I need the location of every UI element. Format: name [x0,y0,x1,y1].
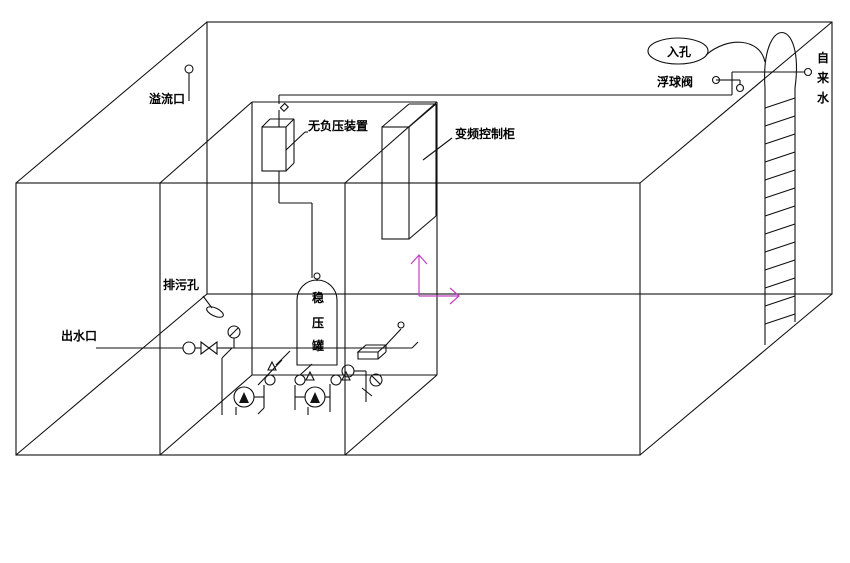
ladder-rung [764,133,796,145]
ladder-rung [764,259,796,271]
ladder [764,88,796,345]
vfd-cabinet [381,103,453,240]
ladder-rung [764,151,796,163]
inlet-pipe [278,31,813,104]
overflow-port [184,64,194,101]
label-tank-2: 压 [312,316,324,330]
inner-box [159,101,438,456]
ladder-rung [764,205,796,217]
label-tap-water-2: 来 [816,70,830,85]
label-tank-1: 稳 [312,290,324,305]
pump-2 [294,363,351,412]
ladder-rung [764,241,796,253]
pipe-stubs [235,407,309,415]
label-float-valve: 浮球阀 [657,74,693,89]
label-outlet: 出水口 [61,328,97,343]
non-negative-device [261,102,313,278]
pump-1 [233,350,291,415]
ladder-rung [764,223,796,235]
ladder-rung [764,313,796,325]
label-tap-water-3: 水 [817,90,830,105]
ladder-rung [764,295,796,307]
ladder-rung [764,97,796,109]
pump-3 [341,364,383,402]
manhole-ellipse [647,37,709,65]
label-non-negative-device: 无负压装置 [307,118,368,133]
sewage-valve [356,321,412,360]
ladder-rung [764,115,796,127]
label-vfd-cabinet: 变频控制柜 [455,126,515,141]
ladder-rung [764,277,796,289]
ladder-rungs [764,97,796,325]
outlet-pipe [96,325,419,415]
pressure-tank [296,272,338,366]
outer-box [15,21,833,456]
label-tank-3: 罐 [311,338,324,353]
ladder-rung [764,187,796,199]
label-tap-water-1: 自 [817,50,829,65]
sewage-hole [202,295,224,318]
label-overflow: 溢流口 [149,91,185,106]
label-manhole: 入孔 [667,45,691,59]
label-sewage: 排污孔 [163,277,199,292]
axis-marker [410,254,460,305]
ladder-rung [764,169,796,181]
